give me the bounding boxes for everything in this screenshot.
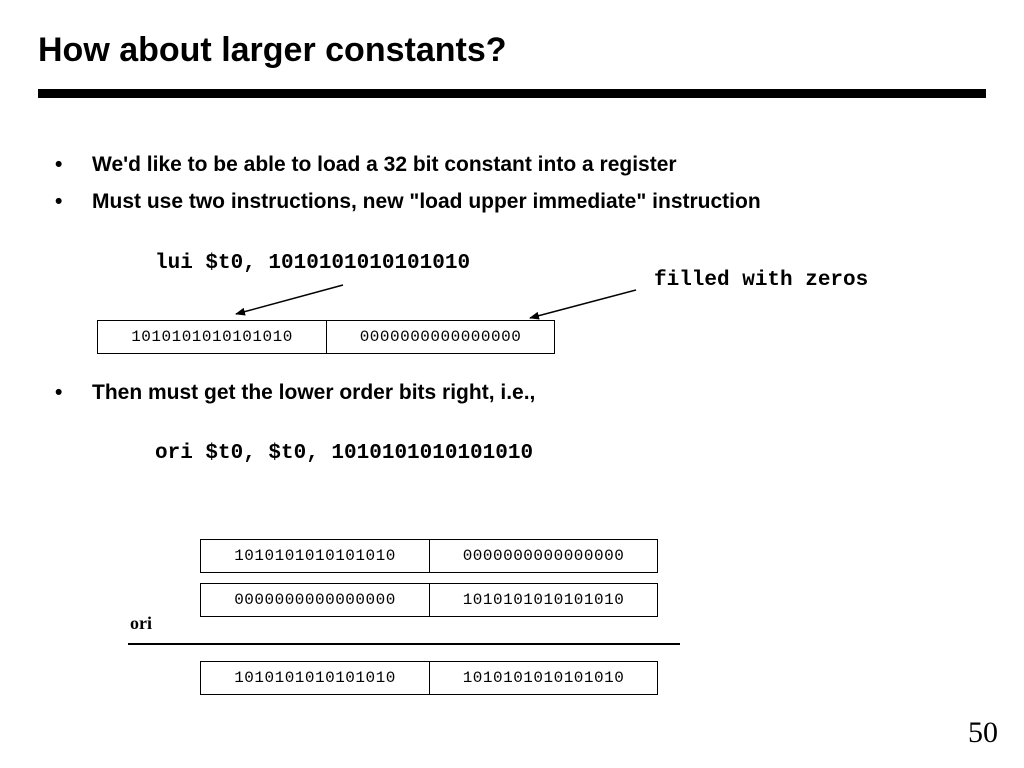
- bullet-item: • Then must get the lower order bits righ…: [55, 380, 535, 406]
- slide-title: How about larger constants?: [38, 31, 507, 69]
- ori-result-register: 1010101010101010 1010101010101010: [200, 661, 658, 695]
- ori-operation-label: ori: [130, 613, 152, 633]
- ori-operand-register-1: 1010101010101010 0000000000000000: [200, 539, 658, 573]
- register-upper-half: 1010101010101010: [234, 547, 396, 565]
- bullet-dot: •: [55, 381, 63, 404]
- bullet-item: • We'd like to be able to load a 32 bit c…: [55, 152, 677, 178]
- bullet-text: Must use two instructions, new "load upp…: [92, 190, 761, 213]
- register-lower-half: 0000000000000000: [429, 540, 657, 572]
- register-lower-half: 1010101010101010: [429, 662, 657, 694]
- filled-with-zeros-note: filled with zeros: [654, 269, 869, 292]
- ori-instruction: ori $t0, $t0, 1010101010101010: [155, 442, 534, 465]
- bullet-dot: •: [55, 153, 63, 176]
- bullet-item: • Must use two instructions, new "load up…: [55, 189, 761, 215]
- bullet-text: We'd like to be able to load a 32 bit co…: [92, 153, 677, 176]
- title-divider: [38, 89, 986, 98]
- register-lower-half: 1010101010101010: [429, 584, 657, 616]
- register-lower-half: 0000000000000000: [326, 321, 554, 353]
- register-upper-half: 1010101010101010: [131, 328, 293, 346]
- lui-result-register: 1010101010101010 0000000000000000: [97, 320, 555, 354]
- result-divider-line: [128, 643, 680, 645]
- ori-operand-register-2: 0000000000000000 1010101010101010: [200, 583, 658, 617]
- arrow-to-upper-half: [235, 284, 344, 316]
- arrow-to-lower-half: [529, 289, 637, 320]
- register-upper-half: 0000000000000000: [234, 591, 396, 609]
- lui-instruction: lui $t0, 1010101010101010: [155, 252, 471, 275]
- bullet-text: Then must get the lower order bits right…: [92, 381, 536, 404]
- page-number: 50: [968, 716, 998, 749]
- register-upper-half: 1010101010101010: [234, 669, 396, 687]
- bullet-dot: •: [55, 190, 63, 213]
